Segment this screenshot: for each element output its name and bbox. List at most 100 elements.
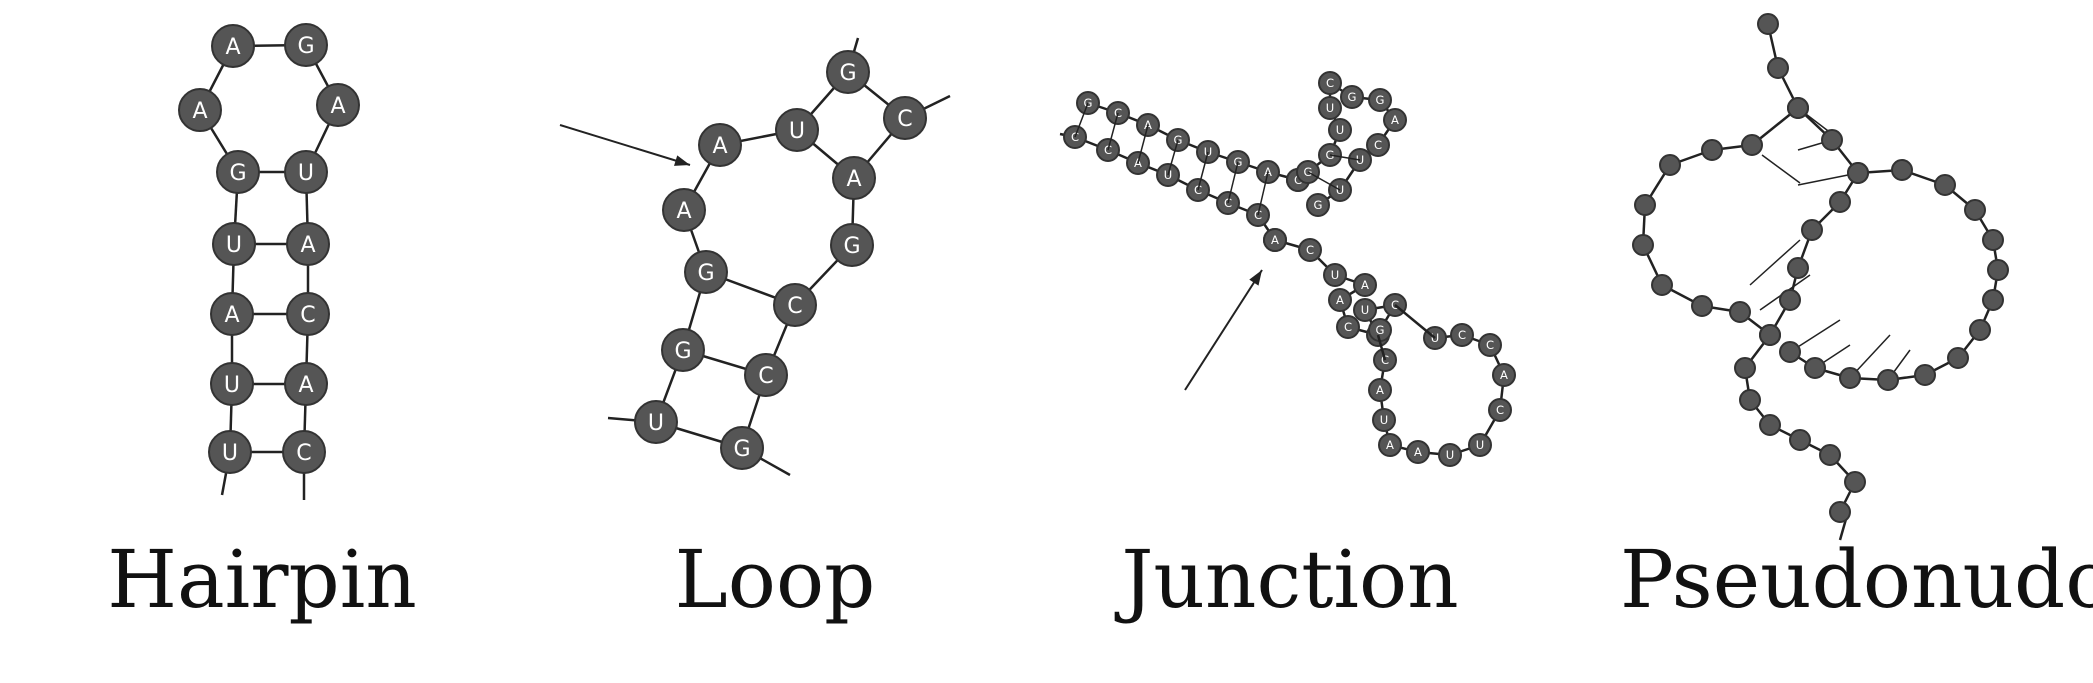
- junction-nucleotide: C: [1336, 315, 1360, 339]
- nucleotide-letter: C: [1458, 328, 1466, 342]
- nucleotide-letter: G: [229, 161, 246, 186]
- nucleotide-letter: U: [298, 161, 314, 186]
- hairpin-nucleotide: U: [284, 150, 328, 194]
- nucleotide-letter: C: [1486, 338, 1494, 352]
- loop-nucleotide: G: [826, 50, 870, 94]
- pseudoknot-nucleotide: [1829, 501, 1851, 523]
- nucleotide-letter: U: [1446, 448, 1454, 462]
- junction-nucleotide: U: [1468, 433, 1492, 457]
- nucleotide-letter: C: [787, 294, 802, 319]
- nucleotide-letter: C: [897, 107, 912, 132]
- nucleotide-letter: A: [300, 233, 315, 258]
- caption-hairpin: Hairpin: [107, 533, 417, 626]
- hairpin-nucleotide: G: [216, 150, 260, 194]
- pseudoknot-nucleotide: [1914, 364, 1936, 386]
- pseudoknot-nucleotide: [1767, 57, 1789, 79]
- nucleotide-letter: C: [1104, 143, 1112, 157]
- pseudoknot-nucleotide: [1739, 389, 1761, 411]
- junction-nucleotide: U: [1318, 96, 1342, 120]
- junction-nucleotide: C: [1478, 333, 1502, 357]
- nucleotide-letter: C: [1071, 130, 1079, 144]
- pseudoknot-nucleotide: [1987, 259, 2009, 281]
- pseudoknot-nucleotide: [1891, 159, 1913, 181]
- pseudoknot-nucleotide: [1651, 274, 1673, 296]
- pseudoknot-nucleotide: [1659, 154, 1681, 176]
- nucleotide-letter: U: [1431, 331, 1439, 345]
- loop-arrow: [559, 124, 691, 166]
- base-pair-line: [1761, 154, 1801, 184]
- loop-nucleotide: G: [684, 250, 728, 294]
- hairpin-nucleotide: A: [210, 292, 254, 336]
- base-pair-line: [1749, 239, 1801, 286]
- base-pair-line: [1197, 151, 1209, 191]
- nucleotide-letter: U: [1361, 303, 1369, 317]
- junction-nucleotide: U: [1438, 443, 1462, 467]
- nucleotide-letter: A: [1376, 383, 1384, 397]
- hairpin-nucleotide: G: [284, 23, 328, 67]
- hairpin-nucleotide: A: [178, 88, 222, 132]
- pseudoknot-nucleotide: [1947, 347, 1969, 369]
- nucleotide-letter: A: [1361, 278, 1369, 292]
- nucleotide-letter: C: [1306, 243, 1314, 257]
- nucleotide-letter: A: [1336, 293, 1344, 307]
- hairpin-nucleotide: A: [286, 222, 330, 266]
- loop-nucleotide: A: [698, 123, 742, 167]
- nucleotide-letter: A: [1271, 233, 1279, 247]
- junction-nucleotide: C: [1298, 238, 1322, 262]
- pseudoknot-nucleotide: [1829, 191, 1851, 213]
- base-pair-line: [1329, 154, 1361, 161]
- pseudoknot-nucleotide: [1691, 295, 1713, 317]
- junction-nucleotide: A: [1383, 108, 1407, 132]
- junction-nucleotide: U: [1353, 298, 1377, 322]
- nucleotide-letter: A: [225, 35, 240, 60]
- nucleotide-letter: C: [1496, 403, 1504, 417]
- nucleotide-letter: A: [1500, 368, 1508, 382]
- hairpin-nucleotide: U: [212, 222, 256, 266]
- junction-nucleotide: A: [1378, 433, 1402, 457]
- loop-nucleotide: C: [744, 353, 788, 397]
- pseudoknot-nucleotide: [1789, 429, 1811, 451]
- nucleotide-letter: C: [758, 364, 773, 389]
- junction-nucleotide: C: [1318, 71, 1342, 95]
- base-pair-line: [1307, 171, 1341, 191]
- loop-arrow-head: [674, 155, 690, 166]
- junction-arrow: [1184, 269, 1263, 391]
- base-pair-line: [1227, 161, 1239, 204]
- pseudoknot-nucleotide: [1701, 139, 1723, 161]
- caption-pseudoknot: Pseudonudo: [1620, 533, 2093, 626]
- nucleotide-letter: A: [1414, 445, 1422, 459]
- nucleotide-letter: A: [846, 167, 861, 192]
- junction-nucleotide: U: [1328, 118, 1352, 142]
- nucleotide-letter: A: [1391, 113, 1399, 127]
- nucleotide-letter: A: [298, 373, 313, 398]
- pseudoknot-nucleotide: [1934, 174, 1956, 196]
- pseudoknot-nucleotide: [1759, 324, 1781, 346]
- nucleotide-letter: U: [1336, 183, 1344, 197]
- backbone-line: [1376, 334, 1387, 361]
- base-pair-line: [1167, 139, 1179, 176]
- pseudoknot-nucleotide: [1759, 414, 1781, 436]
- nucleotide-letter: A: [192, 99, 207, 124]
- nucleotide-letter: G: [297, 34, 314, 59]
- nucleotide-letter: U: [789, 119, 805, 144]
- nucleotide-letter: G: [674, 339, 691, 364]
- loop-nucleotide: A: [832, 156, 876, 200]
- hairpin-nucleotide: U: [208, 430, 252, 474]
- hairpin-nucleotide: U: [210, 362, 254, 406]
- nucleotide-letter: G: [733, 437, 750, 462]
- junction-nucleotide: A: [1353, 273, 1377, 297]
- nucleotide-letter: A: [224, 303, 239, 328]
- pseudoknot-nucleotide: [1634, 194, 1656, 216]
- nucleotide-letter: C: [1326, 76, 1334, 90]
- base-pair-line: [1074, 102, 1089, 138]
- nucleotide-letter: C: [1344, 320, 1352, 334]
- pseudoknot-nucleotide: [1821, 129, 1843, 151]
- pseudoknot-nucleotide: [1839, 367, 1861, 389]
- pseudoknot-nucleotide: [1787, 97, 1809, 119]
- junction-nucleotide: U: [1372, 408, 1396, 432]
- loop-nucleotide: U: [775, 108, 819, 152]
- nucleotide-letter: G: [1376, 93, 1385, 107]
- nucleotide-letter: U: [1380, 413, 1388, 427]
